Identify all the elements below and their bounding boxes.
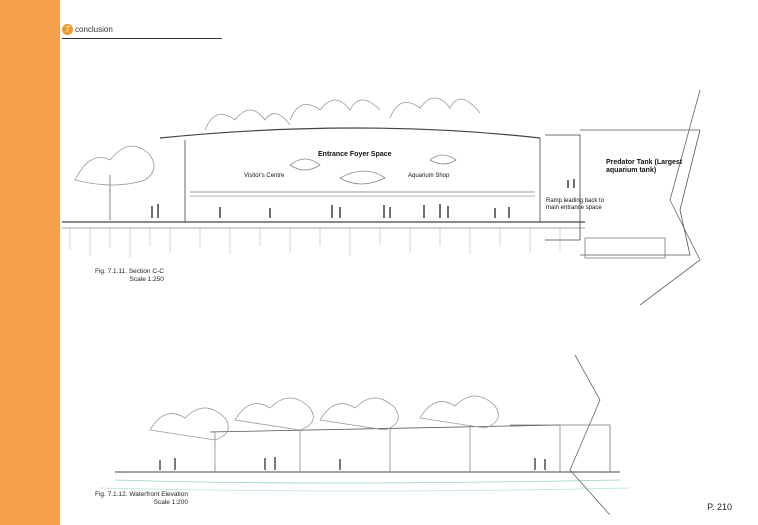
- entrance-foyer-label: Entrance Foyer Space: [318, 151, 392, 158]
- orange-sidebar: [0, 0, 60, 525]
- section-caption-scale: Scale 1:250: [129, 276, 164, 283]
- visitors-centre-label: Visitor's Centre: [244, 173, 285, 179]
- elevation-caption-title: Fig. 7.1.12. Waterfront Elevation: [95, 491, 188, 498]
- chapter-number-badge: 7: [62, 24, 73, 35]
- ramp-label: Ramp leading back to main entrance space: [546, 198, 605, 211]
- chapter-title: conclusion: [75, 25, 113, 34]
- elevation-caption-scale: Scale 1:200: [153, 499, 188, 506]
- page-number: P. 210: [707, 502, 732, 512]
- aquarium-shop-label: Aquarium Shop: [408, 173, 450, 179]
- section-caption-title: Fig. 7.1.11. Section C-C: [95, 268, 164, 275]
- elevation-caption: Fig. 7.1.12. Waterfront Elevation Scale …: [95, 491, 188, 507]
- section-caption: Fig. 7.1.11. Section C-C Scale 1:250: [95, 268, 164, 284]
- predator-tank-label: Predator Tank (Largest aquarium tank): [606, 159, 683, 174]
- chapter-header: 7 conclusion: [62, 24, 222, 39]
